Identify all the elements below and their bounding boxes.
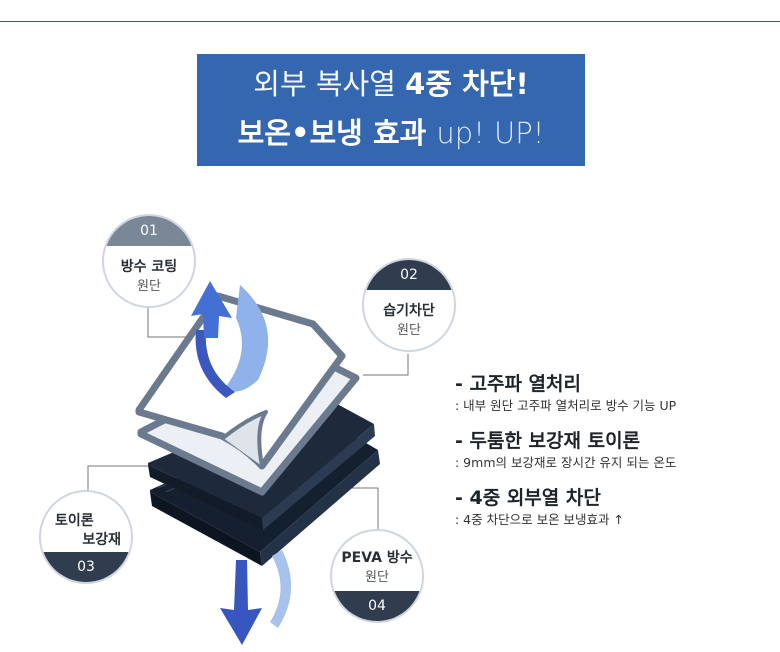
headline-line-2: 보온•보냉 효과 up! UP! xyxy=(197,113,585,153)
headline-2-light: up! UP! xyxy=(436,116,545,150)
label-02-number: 02 xyxy=(364,260,454,290)
headline-1-bold: 4중 차단! xyxy=(405,67,529,101)
label-03-number: 03 xyxy=(41,552,131,582)
feature-item: - 두툼한 보강재 토이론 : 9mm의 보강재로 장시간 유지 되는 온도 xyxy=(455,428,775,472)
feature-title: - 4중 외부열 차단 xyxy=(455,487,601,509)
connector-02 xyxy=(363,354,409,376)
headline-2-bold: 보온•보냉 효과 xyxy=(237,116,437,150)
headline-banner: 외부 복사열 4중 차단! 보온•보냉 효과 up! UP! xyxy=(197,54,585,166)
feature-item: - 고주파 열처리 : 내부 원단 고주파 열처리로 방수 기능 UP xyxy=(455,371,775,415)
label-coating: 01 방수 코팅 원단 xyxy=(102,214,196,308)
feature-desc: : 4중 차단으로 보온 보냉효과 ↑ xyxy=(455,512,625,527)
label-02-title: 습기차단 xyxy=(383,303,435,319)
label-toyron: 토이론 보강재 03 xyxy=(39,490,133,584)
label-moisture: 02 습기차단 원단 xyxy=(362,258,456,352)
headline-1-light: 외부 복사열 xyxy=(253,67,406,101)
label-03-title2: 보강재 xyxy=(82,532,121,548)
feature-desc: : 9mm의 보강재로 장시간 유지 되는 온도 xyxy=(455,455,677,470)
feature-title: - 두툼한 보강재 토이론 xyxy=(455,430,641,452)
top-divider xyxy=(0,21,780,22)
label-04-title: PEVA 방수 xyxy=(341,550,413,566)
feature-list: - 고주파 열처리 : 내부 원단 고주파 열처리로 방수 기능 UP - 두툼… xyxy=(455,371,775,542)
headline-line-1: 외부 복사열 4중 차단! xyxy=(197,64,585,104)
label-peva: PEVA 방수 원단 04 xyxy=(330,529,424,623)
label-01-number: 01 xyxy=(104,216,194,246)
feature-title: - 고주파 열처리 xyxy=(455,373,581,395)
label-04-sub: 원단 xyxy=(365,570,389,585)
down-arrow-icon xyxy=(220,550,292,645)
label-03-title: 토이론 xyxy=(55,513,94,529)
label-01-sub: 원단 xyxy=(137,279,161,294)
feature-desc: : 내부 원단 고주파 열처리로 방수 기능 UP xyxy=(455,398,677,413)
up-arrow-icon xyxy=(191,281,269,398)
label-04-number: 04 xyxy=(332,591,422,621)
feature-item: - 4중 외부열 차단 : 4중 차단으로 보온 보냉효과 ↑ xyxy=(455,485,775,529)
label-02-sub: 원단 xyxy=(397,323,421,338)
label-01-title: 방수 코팅 xyxy=(120,259,178,275)
